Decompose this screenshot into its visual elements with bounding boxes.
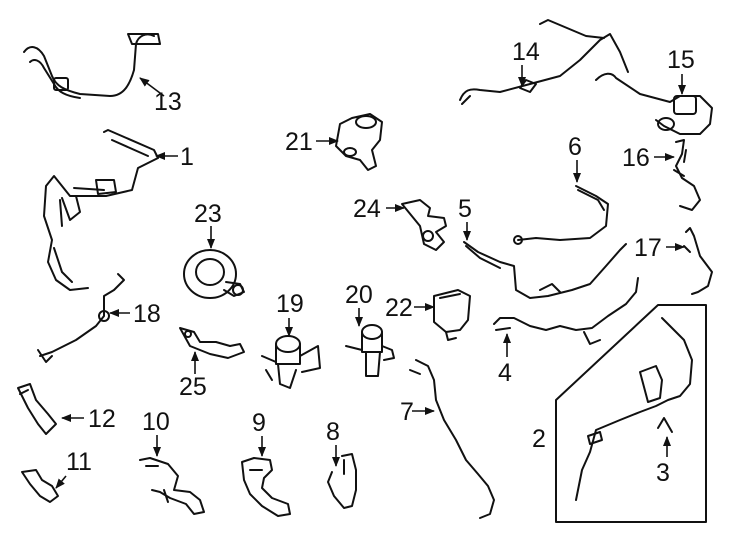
callout-9: 9: [252, 409, 266, 437]
part-9-hose: [241, 457, 291, 517]
callout-15: 15: [667, 46, 695, 74]
part-5-tube: [463, 241, 627, 299]
callout-25: 25: [179, 373, 207, 401]
part-6-hose: [513, 185, 609, 245]
callout-3: 3: [656, 459, 670, 487]
part-13-tube: [23, 33, 161, 99]
callout-8: 8: [326, 418, 340, 446]
part-17-hose: [683, 227, 713, 295]
part-11-hose: [21, 469, 59, 503]
part-25-bracket: [179, 327, 245, 359]
part-24-bracket: [401, 199, 447, 251]
callout-10: 10: [142, 408, 170, 436]
callout-2: 2: [532, 425, 546, 453]
part-10-hose: [139, 457, 205, 515]
part-12-elbow-hose: [17, 383, 57, 435]
callout-17: 17: [634, 234, 662, 262]
part-19-valve: [261, 335, 321, 389]
callout-24: 24: [353, 195, 381, 223]
part-8-hose: [327, 453, 357, 509]
callout-19: 19: [276, 290, 304, 318]
part-14-tube: [459, 19, 629, 105]
callout-22: 22: [385, 294, 413, 322]
part-22-actuator: [433, 289, 471, 341]
part-2-detail-box: [555, 304, 707, 523]
part-15-tube-valve: [595, 72, 713, 135]
callout-16: 16: [622, 144, 650, 172]
part-16-hose: [673, 139, 701, 211]
callout-21: 21: [285, 128, 313, 156]
callout-23: 23: [194, 200, 222, 228]
callout-13: 13: [154, 88, 182, 116]
part-23-water-pump: [183, 249, 245, 299]
part-21-coolant-housing: [335, 113, 383, 171]
callout-4: 4: [498, 359, 512, 387]
callout-11: 11: [66, 448, 92, 476]
part-4-tube: [493, 277, 639, 345]
part-7-hose: [409, 359, 495, 519]
callout-18: 18: [133, 300, 161, 328]
callout-14: 14: [512, 38, 540, 66]
part-1-hose-assembly: [43, 129, 159, 291]
callout-7: 7: [400, 398, 414, 426]
callout-5: 5: [458, 195, 472, 223]
callout-6: 6: [568, 133, 582, 161]
part-18-tube: [37, 273, 125, 363]
callout-1: 1: [180, 143, 194, 171]
callout-20: 20: [345, 281, 373, 309]
part-20-valve: [345, 324, 395, 377]
callout-12: 12: [88, 405, 116, 433]
